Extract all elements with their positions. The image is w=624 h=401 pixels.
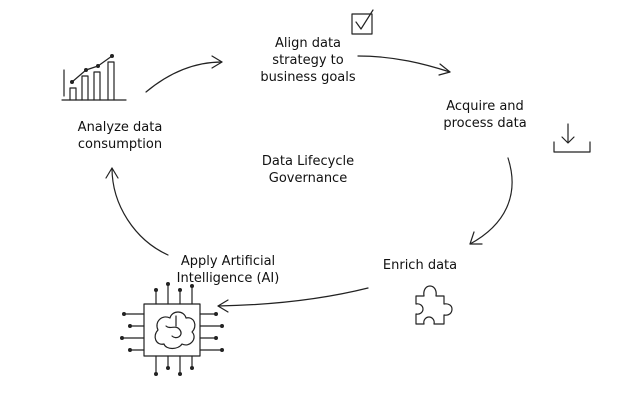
step-align-line3: business goals: [260, 70, 356, 85]
arrow-enrich-to-ai: [217, 287, 369, 313]
step-acquire-line1: Acquire and: [446, 99, 524, 114]
arrow-acquire-to-enrich: [469, 157, 513, 245]
step-ai-label: Apply Artificial Intelligence (AI): [160, 253, 296, 287]
step-analyze-line1: Analyze data: [77, 120, 163, 135]
center-title-line1: Data Lifecycle: [261, 154, 355, 169]
bar-chart-icon: [61, 54, 127, 101]
checkbox-icon: [351, 9, 374, 35]
step-acquire-label: Acquire and process data: [430, 98, 540, 132]
step-align-label: Align data strategy to business goals: [248, 35, 368, 86]
arrow-align-to-acquire: [357, 55, 451, 76]
step-align-line2: strategy to: [272, 53, 344, 68]
center-title-line2: Governance: [268, 171, 348, 186]
step-enrich-line1: Enrich data: [382, 258, 458, 273]
ai-chip-icon: [120, 282, 224, 376]
puzzle-piece-icon: [415, 285, 453, 325]
arrow-analyze-to-align: [145, 55, 223, 93]
step-ai-line2: Intelligence (AI): [176, 271, 280, 286]
center-title: Data Lifecycle Governance: [248, 153, 368, 187]
step-ai-line1: Apply Artificial: [180, 254, 276, 269]
download-tray-icon: [553, 123, 591, 153]
step-analyze-line2: consumption: [77, 137, 163, 152]
step-analyze-label: Analyze data consumption: [60, 119, 180, 153]
step-enrich-label: Enrich data: [370, 257, 470, 274]
step-align-line1: Align data: [274, 36, 342, 51]
step-acquire-line2: process data: [443, 116, 527, 131]
arrow-ai-to-analyze: [105, 167, 169, 256]
